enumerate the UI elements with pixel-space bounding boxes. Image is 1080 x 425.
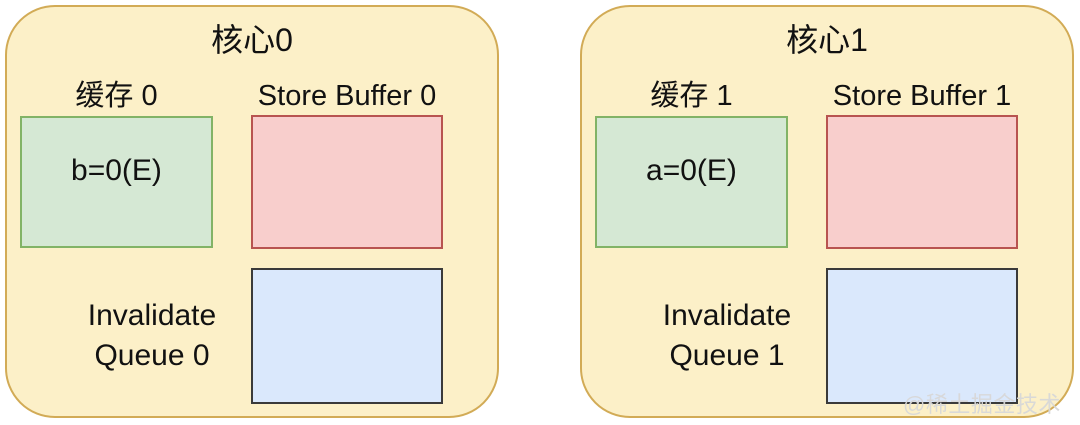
core-0-invalidate-queue-line2: Queue 0 — [94, 339, 210, 372]
juejin-watermark: @稀土掘金技术社区 — [903, 392, 1061, 425]
core-1-invalidate-queue-line2: Queue 1 — [669, 339, 785, 372]
core-1-cache-label: 缓存 1 — [650, 80, 733, 112]
core-0-cache-label: 缓存 0 — [75, 80, 158, 112]
core-0-cache-value: b=0(E) — [71, 154, 162, 187]
core-0-store-buffer-box — [251, 115, 443, 249]
core-1-cache-box: a=0(E) — [595, 116, 788, 248]
core-0-cache-box: b=0(E) — [20, 116, 213, 248]
core-1-store-buffer-label: Store Buffer 1 — [832, 80, 1012, 112]
core-0-invalidate-queue-label: Invalidate Queue 0 — [57, 268, 247, 404]
core-1-invalidate-queue-line1: Invalidate — [662, 299, 792, 332]
core-1-card: 核心1 缓存 1 Store Buffer 1 a=0(E) Invalidat… — [580, 5, 1074, 418]
core-1-invalidate-queue-box — [826, 268, 1018, 404]
core-1-invalidate-queue-label: Invalidate Queue 1 — [632, 268, 822, 404]
core-0-store-buffer-label: Store Buffer 0 — [257, 80, 437, 112]
core-1-store-buffer-box — [826, 115, 1018, 249]
core-0-invalidate-queue-line1: Invalidate — [87, 299, 217, 332]
core-1-title: 核心1 — [786, 22, 868, 58]
core-0-invalidate-queue-box — [251, 268, 443, 404]
core-0-card: 核心0 缓存 0 Store Buffer 0 b=0(E) Invalidat… — [5, 5, 499, 418]
core-1-cache-value: a=0(E) — [646, 154, 737, 187]
core-0-title: 核心0 — [211, 22, 293, 58]
